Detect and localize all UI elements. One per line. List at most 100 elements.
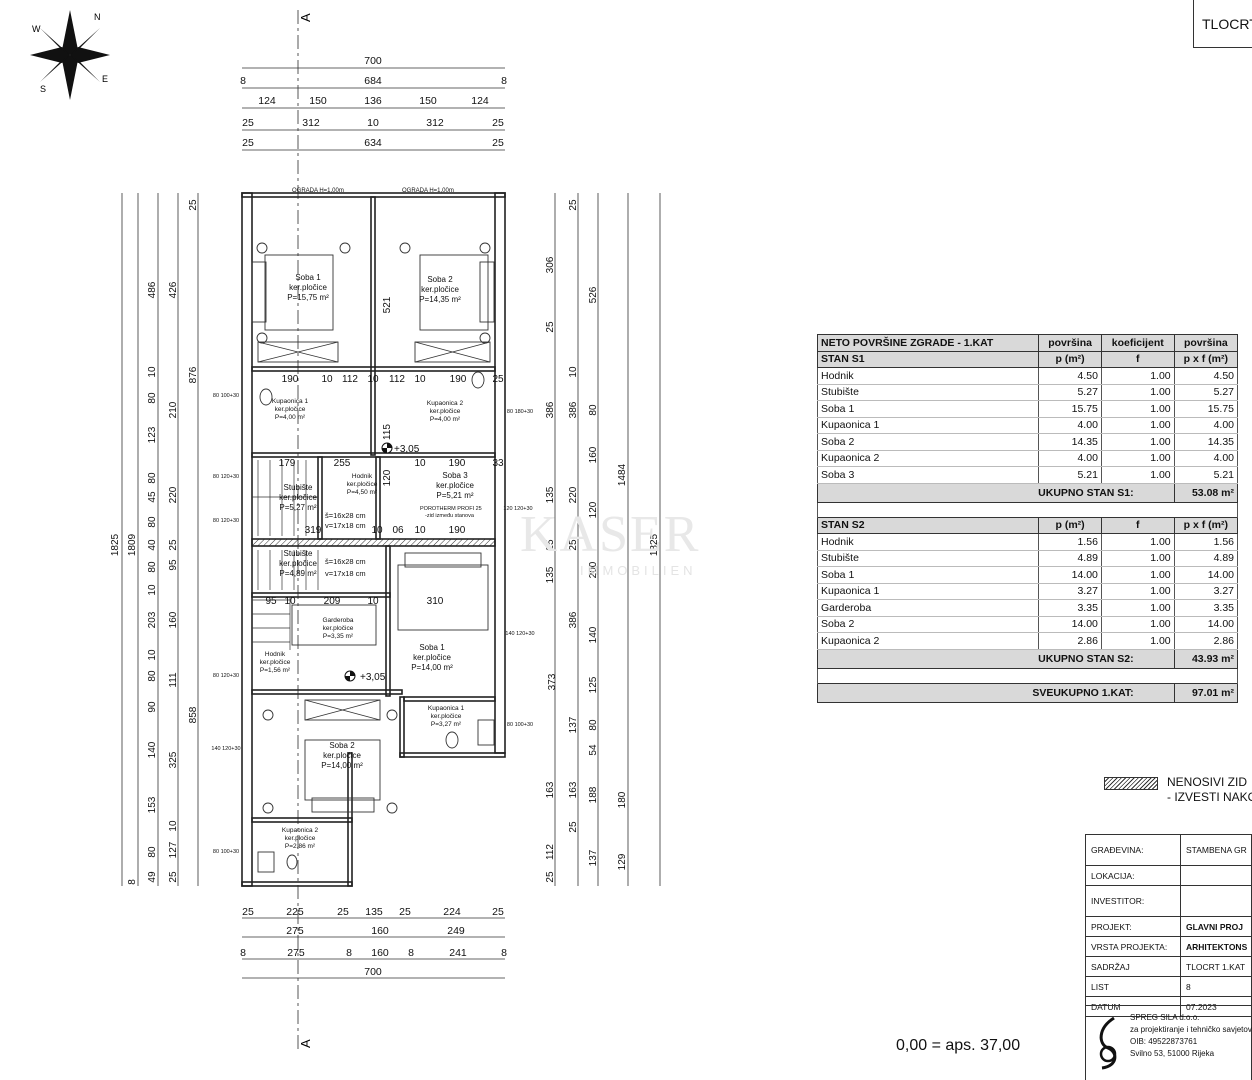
room-label: Soba 1 ker.pločice P=14,00 m² bbox=[411, 643, 453, 672]
furniture bbox=[251, 242, 495, 873]
svg-text:P=5,27 m²: P=5,27 m² bbox=[279, 503, 316, 512]
room-label: Hodnik ker.pločice P=4,50 m² bbox=[347, 473, 378, 496]
watermark-subtitle: IMMOBILIEN bbox=[580, 563, 697, 578]
dim-text: 10 bbox=[168, 820, 179, 832]
unit-label: f bbox=[1100, 516, 1175, 534]
dim-text: 135 bbox=[365, 906, 383, 918]
area-table: NETO POVRŠINE ZGRADE - 1.KAT površina ko… bbox=[816, 334, 1239, 703]
svg-text:ker.pločice: ker.pločice bbox=[285, 835, 316, 842]
dim-text: 25 bbox=[568, 199, 579, 211]
dim-text: 8 bbox=[501, 947, 507, 959]
svg-text:š=16x28 cm: š=16x28 cm bbox=[325, 557, 366, 566]
svg-text:ker.pločice: ker.pločice bbox=[431, 713, 462, 720]
dim-text: 373 bbox=[547, 673, 558, 690]
grand-total-label: SVEUKUPNO 1.KAT: bbox=[817, 682, 1175, 703]
dim-text: 25 bbox=[188, 199, 199, 211]
title-block-row: INVESTITOR: bbox=[1085, 885, 1252, 917]
svg-text:209: 209 bbox=[324, 596, 341, 607]
dim-text: 700 bbox=[364, 966, 382, 978]
svg-text:80 100+30: 80 100+30 bbox=[507, 722, 533, 728]
svg-text:ker.pločice: ker.pločice bbox=[436, 481, 474, 490]
dim-text: 25 bbox=[545, 871, 556, 883]
grand-total-row: SVEUKUPNO 1.KAT: 97.01 m² bbox=[817, 682, 1239, 703]
svg-text:P=5,21 m²: P=5,21 m² bbox=[436, 491, 473, 500]
svg-text:v=17x18 cm: v=17x18 cm bbox=[325, 521, 366, 530]
dim-text: 312 bbox=[302, 117, 320, 129]
svg-text:10: 10 bbox=[367, 596, 379, 607]
dim-text: 486 bbox=[147, 281, 158, 298]
svg-text:120: 120 bbox=[382, 469, 393, 486]
svg-text:P=14,35 m²: P=14,35 m² bbox=[419, 295, 461, 304]
total-label: UKUPNO STAN S1: bbox=[817, 482, 1175, 503]
dim-text: 25 bbox=[568, 539, 579, 551]
svg-text:190: 190 bbox=[449, 458, 466, 469]
compass-label: N bbox=[94, 12, 101, 22]
svg-text:25: 25 bbox=[492, 374, 504, 385]
unit-label: p x f (m²) bbox=[1173, 516, 1239, 534]
svg-text:310: 310 bbox=[427, 596, 444, 607]
dim-text: 8 bbox=[240, 75, 246, 87]
dim-text: 220 bbox=[168, 486, 179, 503]
north-arrow-icon: N E S W bbox=[30, 10, 110, 100]
sheet-label: TLOCRT bbox=[1193, 0, 1252, 48]
dim-text: 49 bbox=[147, 871, 158, 883]
watermark: KASER bbox=[520, 506, 701, 563]
dim-text: 224 bbox=[443, 906, 461, 918]
dim-text: 150 bbox=[309, 95, 327, 107]
room-label: Soba 3 ker.pločice P=5,21 m² bbox=[436, 471, 474, 500]
room-label: Kupaonica 2 ker.pločice P=2,86 m² bbox=[282, 827, 319, 850]
dim-text: 10 bbox=[147, 584, 158, 596]
title-block-row: VRSTA PROJEKTA:ARHITEKTONS bbox=[1085, 936, 1252, 957]
svg-text:Kupaonica 2: Kupaonica 2 bbox=[427, 400, 464, 407]
svg-text:179: 179 bbox=[279, 458, 296, 469]
dim-text: 386 bbox=[545, 401, 556, 418]
dim-text: 160 bbox=[588, 446, 599, 463]
room-label: Soba 1 ker.pločice P=15,75 m² bbox=[287, 273, 329, 302]
dim-text: 40 bbox=[147, 539, 158, 551]
compass-label: S bbox=[40, 84, 46, 94]
dim-text: 312 bbox=[426, 117, 444, 129]
svg-text:ker.pločice: ker.pločice bbox=[279, 559, 317, 568]
room-label: Kupaonica 1 ker.pločice P=3,27 m² bbox=[428, 705, 465, 728]
dim-text: 526 bbox=[588, 286, 599, 303]
svg-text:140 120+30: 140 120+30 bbox=[505, 631, 534, 637]
svg-text:Kupaonica 2: Kupaonica 2 bbox=[282, 827, 319, 834]
dim-text: 634 bbox=[364, 137, 382, 149]
grand-total-value: 97.01 m² bbox=[1173, 682, 1239, 703]
svg-text:80 100+30: 80 100+30 bbox=[213, 849, 239, 855]
svg-text:P=4,89 m²: P=4,89 m² bbox=[279, 569, 316, 578]
dim-text: 25 bbox=[242, 117, 254, 129]
svg-text:80 100+30: 80 100+30 bbox=[213, 393, 239, 399]
svg-text:112: 112 bbox=[342, 374, 358, 385]
dim-text: 137 bbox=[588, 849, 599, 866]
dim-text: 200 bbox=[588, 561, 599, 578]
svg-text:š=16x28 cm: š=16x28 cm bbox=[325, 511, 366, 520]
dim-text: 25 bbox=[568, 821, 579, 833]
svg-text:10: 10 bbox=[367, 374, 379, 385]
svg-text:Soba 2: Soba 2 bbox=[329, 741, 355, 750]
dim-text: 125 bbox=[588, 676, 599, 693]
svg-text:95: 95 bbox=[265, 596, 277, 607]
svg-text:190: 190 bbox=[450, 374, 467, 385]
dim-text: 8 bbox=[408, 947, 414, 959]
svg-text:319: 319 bbox=[305, 525, 322, 536]
dim-text: 80 bbox=[147, 670, 158, 682]
section-title: STAN S1 bbox=[816, 350, 1040, 368]
dim-text: 426 bbox=[168, 281, 179, 298]
dim-text: 180 bbox=[617, 791, 628, 808]
total-value: 43.93 m² bbox=[1173, 648, 1239, 669]
dim-text: 10 bbox=[367, 117, 379, 129]
dim-text: 25 bbox=[492, 137, 504, 149]
dim-text: 123 bbox=[147, 426, 158, 443]
svg-text:Hodnik: Hodnik bbox=[265, 651, 286, 658]
dim-text: 127 bbox=[168, 841, 179, 858]
dim-text: 249 bbox=[447, 925, 465, 937]
dim-text: 124 bbox=[258, 95, 276, 107]
